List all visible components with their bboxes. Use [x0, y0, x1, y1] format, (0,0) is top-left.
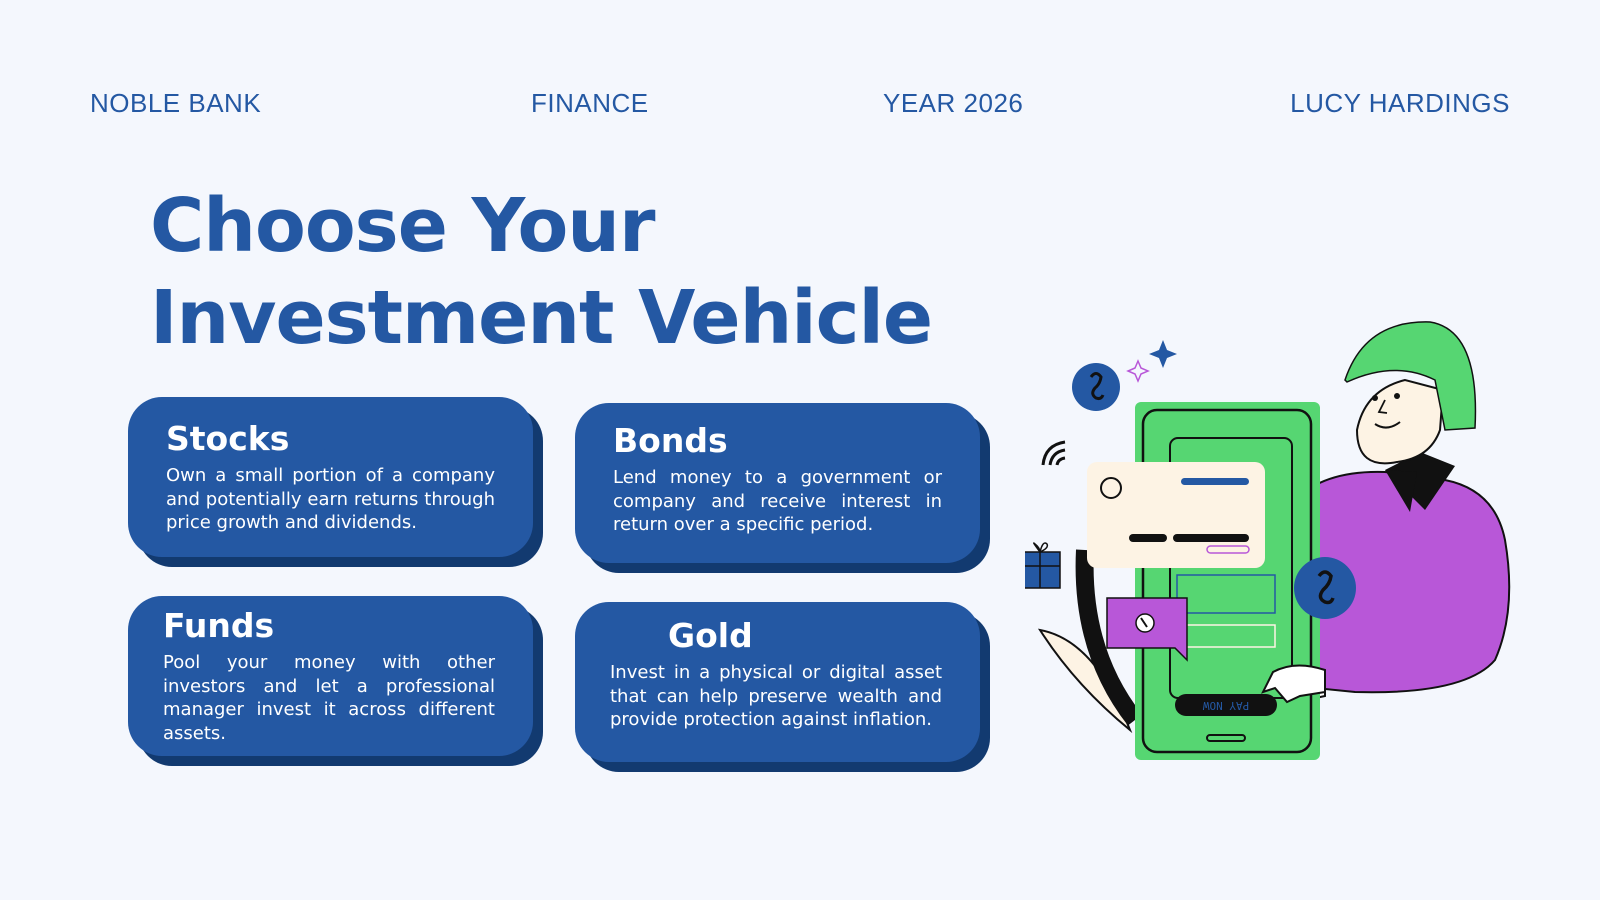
- card-body: Own a small portion of a company and pot…: [166, 465, 495, 533]
- title-line-2: Investment Vehicle: [150, 275, 933, 361]
- card-bonds: Bonds Lend money to a government or comp…: [575, 403, 980, 563]
- dollar-coin-icon: [1294, 557, 1356, 619]
- title-line-1: Choose Your: [150, 183, 655, 269]
- page-title: Choose Your Investment Vehicle: [150, 180, 933, 364]
- author-name: LUCY HARDINGS: [1290, 88, 1510, 118]
- pointing-hand: [1261, 664, 1326, 704]
- card-body: Invest in a physical or digital asset th…: [610, 662, 942, 730]
- sparkle-icon: [1149, 340, 1177, 368]
- dollar-coin-icon: [1072, 363, 1120, 411]
- card-funds: Funds Pool your money with other investo…: [128, 596, 533, 756]
- brand-name: NOBLE BANK: [90, 88, 262, 118]
- card-title: Gold: [668, 616, 753, 655]
- card-gold: Gold Invest in a physical or digital ass…: [575, 602, 980, 762]
- chat-bubble-icon: [1106, 597, 1188, 662]
- top-bar: NOBLE BANK FINANCE YEAR 2026 LUCY HARDIN…: [0, 88, 1600, 124]
- wifi-icon: [1041, 440, 1066, 466]
- mobile-payment-illustration: PAY NOW: [1025, 321, 1511, 760]
- year-label: YEAR 2026: [883, 88, 1024, 118]
- credit-card-icon: [1087, 462, 1265, 568]
- card-body: Lend money to a government or company an…: [613, 467, 942, 535]
- topic-label: FINANCE: [531, 88, 649, 118]
- pay-now-button: [1175, 694, 1277, 716]
- sparkle-icon: [1126, 359, 1150, 383]
- card-title: Funds: [163, 606, 275, 645]
- pay-now-label: PAY NOW: [1202, 699, 1249, 712]
- card-title: Bonds: [613, 421, 728, 460]
- card-title: Stocks: [166, 419, 290, 458]
- gift-icon: [1025, 542, 1061, 589]
- card-body: Pool your money with other investors and…: [163, 652, 495, 744]
- card-stocks: Stocks Own a small portion of a company …: [128, 397, 533, 557]
- leaf-stem: [1075, 549, 1143, 726]
- leaf-decoration: [1037, 628, 1133, 734]
- phone-icon: PAY NOW: [1135, 402, 1320, 760]
